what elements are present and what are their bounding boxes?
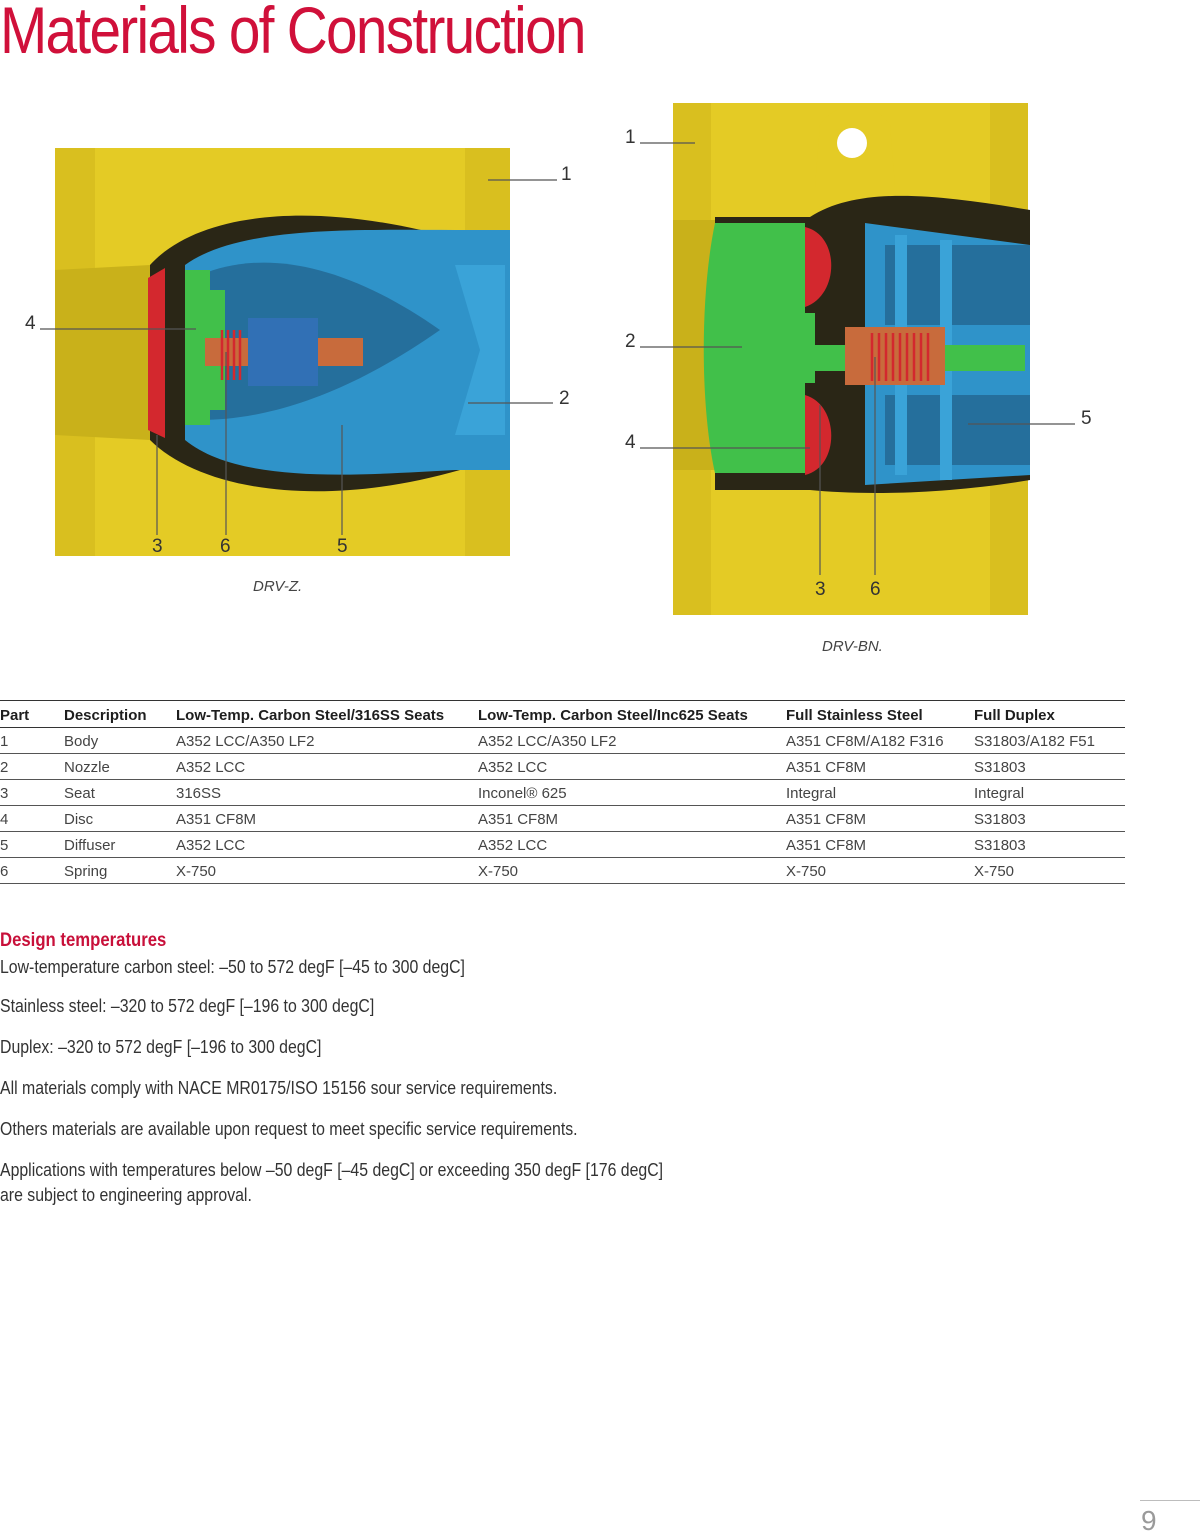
table-cell: 4: [0, 805, 64, 832]
table-cell: A351 CF8M: [478, 805, 786, 832]
table-row: 2 Nozzle A352 LCC A352 LCC A351 CF8M S31…: [0, 753, 1125, 780]
design-line-duplex: Duplex: –320 to 572 degF [–196 to 300 de…: [0, 1037, 322, 1057]
table-cell: 316SS: [176, 779, 478, 806]
drv-bn-callout-4: 4: [625, 432, 636, 453]
table-cell: X-750: [478, 857, 786, 884]
drv-bn-spring: [870, 333, 930, 381]
table-cell: X-750: [176, 857, 478, 884]
table-header-ltcs-316ss: Low-Temp. Carbon Steel/316SS Seats: [176, 700, 478, 728]
table-cell: A351 CF8M/A182 F316: [786, 727, 974, 754]
table-cell: Seat: [64, 779, 176, 806]
table-cell: A351 CF8M: [176, 805, 478, 832]
table-cell: A352 LCC/A350 LF2: [478, 727, 786, 754]
table-cell: S31803/A182 F51: [974, 727, 1125, 754]
drv-z-figure: 1 2 4 3 6 5 DRV-Z.: [0, 90, 600, 610]
design-line-other-materials: Others materials are available upon requ…: [0, 1119, 578, 1139]
table-header-full-duplex: Full Duplex: [974, 700, 1125, 728]
table-row: 4 Disc A351 CF8M A351 CF8M A351 CF8M S31…: [0, 805, 1125, 832]
table-row: 3 Seat 316SS Inconel® 625 Integral Integ…: [0, 779, 1125, 806]
table-cell: 6: [0, 857, 64, 884]
table-cell: X-750: [974, 857, 1125, 884]
drv-bn-callout-1: 1: [625, 127, 636, 148]
drv-z-spring: [220, 330, 242, 380]
design-temperatures-heading: Design temperatures: [0, 930, 167, 951]
drv-bn-callout-6: 6: [870, 579, 881, 600]
drv-bn-body: [673, 103, 1028, 615]
table-cell: Body: [64, 727, 176, 754]
page-title: Materials of Construction: [0, 0, 586, 67]
drv-z-callout-2: 2: [559, 388, 570, 409]
materials-table: Part Description Low-Temp. Carbon Steel/…: [0, 700, 1125, 884]
table-header-part: Part: [0, 700, 64, 728]
table-header-full-stainless: Full Stainless Steel: [786, 700, 974, 728]
drv-bn-disc: [703, 223, 815, 473]
drv-z-disc: [185, 270, 210, 425]
design-line-ltcs: Low-temperature carbon steel: –50 to 572…: [0, 957, 465, 977]
table-cell: X-750: [786, 857, 974, 884]
table-cell: 5: [0, 831, 64, 858]
drv-z-cutaway: [40, 148, 557, 556]
design-line-nace: All materials comply with NACE MR0175/IS…: [0, 1078, 558, 1098]
table-cell: A352 LCC: [478, 753, 786, 780]
table-cell: S31803: [974, 805, 1125, 832]
drv-z-caption: DRV-Z.: [253, 578, 303, 595]
table-cell: A351 CF8M: [786, 753, 974, 780]
table-cell: Integral: [974, 779, 1125, 806]
table-cell: Nozzle: [64, 753, 176, 780]
drv-bn-callout-2: 2: [625, 331, 636, 352]
drv-bn-callout-3: 3: [815, 579, 826, 600]
table-cell: A352 LCC/A350 LF2: [176, 727, 478, 754]
table-cell: A352 LCC: [176, 753, 478, 780]
table-row: 5 Diffuser A352 LCC A352 LCC A351 CF8M S…: [0, 831, 1125, 858]
page-number-rule: [1140, 1500, 1200, 1501]
design-line-applications: Applications with temperatures below –50…: [0, 1160, 664, 1180]
table-cell: A351 CF8M: [786, 805, 974, 832]
table-cell: S31803: [974, 753, 1125, 780]
drv-z-callout-5: 5: [337, 536, 348, 557]
table-row: 6 Spring X-750 X-750 X-750 X-750: [0, 857, 1125, 884]
drv-bn-cutaway: [640, 103, 1075, 615]
table-row: 1 Body A352 LCC/A350 LF2 A352 LCC/A350 L…: [0, 727, 1125, 754]
design-line-approval: are subject to engineering approval.: [0, 1185, 252, 1205]
table-header-row: Part Description Low-Temp. Carbon Steel/…: [0, 700, 1125, 728]
design-line-stainless: Stainless steel: –320 to 572 degF [–196 …: [0, 996, 375, 1016]
table-cell: S31803: [974, 831, 1125, 858]
table-cell: Inconel® 625: [478, 779, 786, 806]
table-cell: Disc: [64, 805, 176, 832]
drv-z-callout-1: 1: [561, 164, 572, 185]
table-cell: Spring: [64, 857, 176, 884]
drv-z-callout-4: 4: [25, 313, 36, 334]
table-cell: 2: [0, 753, 64, 780]
table-cell: Integral: [786, 779, 974, 806]
drv-bn-caption: DRV-BN.: [822, 638, 883, 655]
table-cell: A352 LCC: [176, 831, 478, 858]
table-cell: 3: [0, 779, 64, 806]
drv-z-callout-3: 3: [152, 536, 163, 557]
page-number: 9: [1141, 1505, 1157, 1536]
drv-z-seat: [148, 268, 165, 438]
drv-bn-callout-5: 5: [1081, 408, 1092, 429]
table-header-ltcs-inc625: Low-Temp. Carbon Steel/Inc625 Seats: [478, 700, 786, 728]
table-cell: Diffuser: [64, 831, 176, 858]
table-cell: A352 LCC: [478, 831, 786, 858]
drv-bn-seat: [805, 227, 832, 307]
drv-z-callout-6: 6: [220, 536, 231, 557]
table-cell: 1: [0, 727, 64, 754]
table-header-description: Description: [64, 700, 176, 728]
table-cell: A351 CF8M: [786, 831, 974, 858]
drv-bn-figure: 1 2 4 5 3 6 DRV-BN.: [600, 95, 1200, 665]
